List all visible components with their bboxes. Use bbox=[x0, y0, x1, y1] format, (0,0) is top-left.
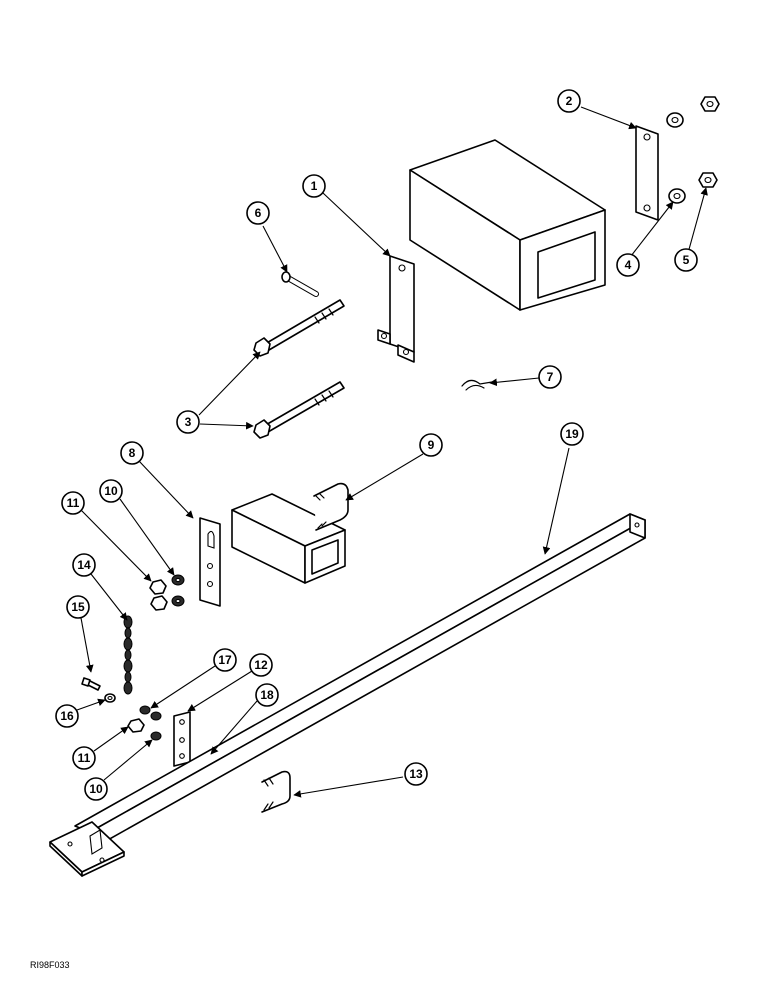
callout-19: 19 bbox=[560, 422, 584, 446]
svg-text:17: 17 bbox=[218, 653, 232, 667]
callout-17: 17 bbox=[213, 648, 237, 672]
washer-4-upper bbox=[666, 112, 684, 128]
nut-11-lower bbox=[127, 718, 145, 733]
svg-text:4: 4 bbox=[625, 258, 632, 272]
callout-3: 3 bbox=[176, 410, 200, 434]
nut-5-lower bbox=[698, 172, 718, 188]
svg-text:3: 3 bbox=[185, 415, 192, 429]
svg-text:5: 5 bbox=[683, 253, 690, 267]
svg-text:8: 8 bbox=[129, 446, 136, 460]
callout-2: 2 bbox=[557, 89, 581, 113]
washer-16 bbox=[104, 693, 116, 703]
washer-4-lower bbox=[668, 188, 686, 204]
square-tube-short bbox=[231, 493, 346, 584]
svg-text:12: 12 bbox=[254, 658, 268, 672]
svg-text:1: 1 bbox=[311, 179, 318, 193]
callout-4: 4 bbox=[616, 253, 640, 277]
nut-11-upper-a bbox=[149, 579, 167, 595]
callout-10-upper: 10 bbox=[99, 479, 123, 503]
svg-text:7: 7 bbox=[547, 370, 554, 384]
svg-text:11: 11 bbox=[78, 751, 91, 765]
svg-text:10: 10 bbox=[104, 484, 118, 498]
slotted-plate-8 bbox=[199, 517, 221, 607]
callout-18: 18 bbox=[255, 683, 279, 707]
svg-text:11: 11 bbox=[67, 496, 80, 510]
callout-1: 1 bbox=[302, 174, 326, 198]
bolt-3-upper bbox=[253, 299, 345, 357]
svg-text:15: 15 bbox=[71, 600, 85, 614]
lockwasher-10-lower-a bbox=[150, 711, 162, 721]
svg-text:13: 13 bbox=[409, 767, 423, 781]
bolt-15 bbox=[81, 677, 101, 691]
callout-13: 13 bbox=[404, 762, 428, 786]
callout-14: 14 bbox=[72, 553, 96, 577]
drawing-reference-code: RI98F033 bbox=[30, 960, 70, 970]
svg-text:18: 18 bbox=[260, 688, 274, 702]
svg-text:19: 19 bbox=[565, 427, 579, 441]
chain-14 bbox=[123, 615, 133, 695]
svg-text:9: 9 bbox=[428, 438, 435, 452]
svg-text:6: 6 bbox=[255, 206, 262, 220]
svg-text:16: 16 bbox=[60, 709, 74, 723]
u-bolt-9 bbox=[313, 482, 349, 531]
angle-bracket-1 bbox=[377, 255, 415, 363]
callout-5: 5 bbox=[674, 248, 698, 272]
callout-16: 16 bbox=[55, 704, 79, 728]
u-bolt-13 bbox=[261, 770, 291, 813]
callout-6: 6 bbox=[246, 201, 270, 225]
callout-8: 8 bbox=[120, 441, 144, 465]
callout-11-lower: 11 bbox=[72, 746, 96, 770]
nut-5-upper bbox=[700, 96, 720, 112]
clevis-pin-6 bbox=[281, 271, 319, 297]
callout-7: 7 bbox=[538, 365, 562, 389]
callout-9: 9 bbox=[419, 433, 443, 457]
callout-15: 15 bbox=[66, 595, 90, 619]
callout-10-lower: 10 bbox=[84, 777, 108, 801]
strap-bracket-2 bbox=[635, 125, 659, 221]
nut-11-upper-b bbox=[150, 595, 168, 611]
leader-lines bbox=[76, 106, 708, 798]
svg-text:14: 14 bbox=[77, 558, 91, 572]
lockwasher-17 bbox=[139, 705, 151, 715]
bolt-3-lower bbox=[253, 381, 345, 439]
svg-text:10: 10 bbox=[89, 782, 103, 796]
lockwasher-10-upper-b bbox=[171, 595, 185, 607]
plate-12 bbox=[173, 711, 191, 767]
callout-11-upper: 11 bbox=[61, 491, 85, 515]
svg-text:2: 2 bbox=[566, 94, 573, 108]
storage-box bbox=[409, 139, 606, 311]
callout-12: 12 bbox=[249, 653, 273, 677]
lockwasher-10-upper-a bbox=[171, 574, 185, 586]
lockwasher-10-lower-b bbox=[150, 731, 162, 741]
hairpin-clip-7 bbox=[461, 379, 493, 391]
